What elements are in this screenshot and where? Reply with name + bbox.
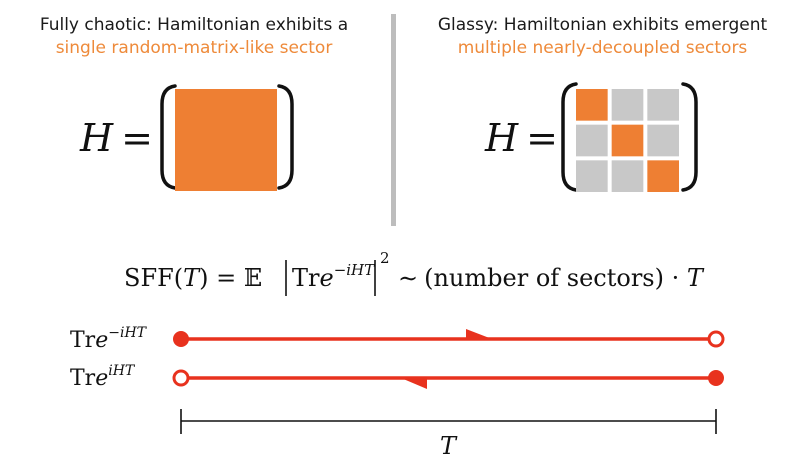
left-caption: Fully chaotic: Hamiltonian exhibits a si… [0, 14, 388, 60]
sff-square: 2 [380, 249, 390, 267]
backward-start-dot [172, 369, 190, 387]
left-caption-line2: single random-matrix-like sector [55, 38, 333, 58]
sff-prefix: SFF( [124, 264, 183, 292]
left-h-symbol: H [79, 116, 114, 160]
sectors-text: (number of sectors) · [424, 264, 687, 292]
sff-formula-left: SFF(T) = 𝔼 [124, 264, 262, 292]
forward-arrow-icon [466, 329, 492, 339]
left-equals: = [121, 116, 153, 160]
right-bracket-open [561, 82, 578, 192]
left-bracket-open [160, 84, 177, 190]
right-caption-line1: Glassy: Hamiltonian exhibits emergent [437, 15, 768, 35]
backward-exp-power: iHT [108, 363, 136, 379]
sim-symbol: ∼ [398, 264, 418, 292]
backward-exp-base: e [95, 366, 108, 391]
right-bracket-close [681, 82, 698, 192]
left-h-equation: H= [79, 116, 153, 160]
sff-tr: Tr [292, 264, 320, 292]
sectors-t-var: T [687, 264, 705, 292]
panel-divider [391, 14, 396, 226]
expectation-symbol: 𝔼 [244, 264, 262, 292]
forward-exp-base: e [95, 328, 108, 353]
right-block-1-1 [611, 124, 644, 157]
forward-exp-power: −iHT [108, 325, 147, 341]
right-block-2-0 [576, 160, 608, 192]
backward-arrow-icon [401, 378, 427, 389]
sff-exp-base: e [319, 264, 333, 292]
right-h-symbol: H [484, 116, 519, 160]
backward-contour-label: TreiHT [70, 363, 136, 391]
right-block-0-2 [647, 89, 679, 121]
forward-contour-label: Tre−iHT [70, 325, 148, 353]
right-matrix-blocks [576, 89, 679, 192]
sff-formula-right: ∼(number of sectors) · T [398, 264, 705, 292]
sff-trace: Tre−iHT [292, 261, 375, 292]
right-caption: Glassy: Hamiltonian exhibits emergent mu… [408, 14, 797, 60]
left-bracket-close [277, 84, 294, 190]
forward-start-dot [173, 331, 189, 347]
left-matrix-blocks [175, 89, 277, 191]
sff-suffix: ) = [199, 264, 244, 292]
right-h-equation: H= [484, 116, 558, 160]
right-block-1-2 [647, 124, 679, 157]
right-block-0-0 [576, 89, 608, 121]
sff-exp-power: −iHT [334, 261, 375, 279]
left-block-0-0 [175, 89, 277, 191]
time-span-label: T [440, 432, 458, 460]
right-block-1-0 [576, 124, 608, 157]
backward-end-dot [708, 370, 724, 386]
forward-end-dot [707, 330, 725, 348]
right-caption-line2: multiple nearly-decoupled sectors [457, 38, 748, 58]
right-block-2-2 [647, 160, 679, 192]
left-caption-line1: Fully chaotic: Hamiltonian exhibits a [39, 15, 349, 35]
sff-var: T [183, 264, 201, 292]
right-equals: = [526, 116, 558, 160]
backward-tr: Tr [70, 366, 96, 391]
right-block-0-1 [611, 89, 644, 121]
forward-tr: Tr [70, 328, 96, 353]
right-block-2-1 [611, 160, 644, 192]
